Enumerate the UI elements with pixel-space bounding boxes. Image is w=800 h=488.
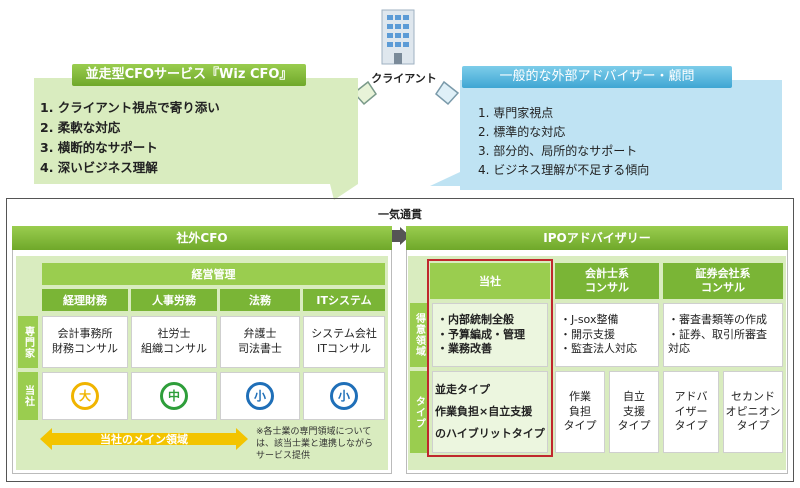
row-label-ours: 当社 [18,372,38,420]
mgmt-header: 経営管理 [42,263,385,285]
level-medium-icon: 中 [160,382,188,410]
left-title: 社外CFO [12,226,392,250]
list-item: 1. クライアント視点で寄り添い [40,100,220,115]
ours-cell-legal: 小 [220,372,300,420]
arrow-right-icon [432,80,462,110]
main-area-arrow-icon [40,428,248,454]
accountant-strength-cell: ・J-sox整備 ・開示支援 ・監査法人対応 [555,303,659,367]
securities-strength-cell: ・審査書類等の作成 ・証券、取引所審査 対応 [663,303,783,367]
level-small-icon: 小 [330,382,358,410]
row-label-strength: 得意領域 [410,303,428,367]
type-cell-advisor: アドバイザータイプ [663,371,719,453]
ours-highlight-frame [427,259,553,457]
list-item: 4. ビジネス理解が不足する傾向 [478,163,650,177]
wiz-cfo-title: 並走型CFOサービス『Wiz CFO』 [72,64,306,86]
level-small-icon: 小 [246,382,274,410]
general-advisor-list: 1. 専門家視点 2. 標準的な対応 3. 部分的、局所的なサポート 4. ビジ… [478,104,649,180]
client-label: クライアント [371,72,437,85]
consistent-arrow-icon [390,227,410,249]
type-cell-second-opinion: セカンドオピニオンタイプ [723,371,783,453]
col-header-hr: 人事労務 [131,289,217,311]
left-note: ※各士業の専門領域については、該当士業と連携しながら サービス提供 [256,427,374,461]
level-large-icon: 大 [71,382,99,410]
list-item: 3. 横断的なサポート [40,140,158,155]
row-label-expert: 専門家 [18,316,38,368]
col-header-accountant: 会計士系コンサル [555,263,659,299]
consistent-label: 一気通貫 [378,208,422,221]
general-panel-pointer [430,172,464,192]
col-header-accounting: 経理財務 [42,289,128,311]
list-item: 1. 専門家視点 [478,106,554,120]
main-area-label: 当社のメイン領域 [100,433,188,446]
arrow-left-icon [350,80,380,110]
list-item: 2. 柔軟な対応 [40,120,121,135]
list-item: 4. 深いビジネス理解 [40,160,158,175]
general-advisor-title: 一般的な外部アドバイザー・顧問 [462,66,732,88]
ours-strength-cell: ・内部統制全般 ・予算編成・管理 ・業務改善 [432,303,548,367]
wiz-panel-pointer [330,184,360,204]
general-advisor-panel [460,80,782,190]
expert-cell-legal: 弁護士司法書士 [220,316,300,368]
col-header-legal: 法務 [220,289,300,311]
ours-cell-hr: 中 [131,372,217,420]
col-header-ours: 当社 [430,263,550,299]
col-header-it: ITシステム [303,289,385,311]
col-header-securities: 証券会社系コンサル [663,263,783,299]
wiz-cfo-panel [34,78,358,184]
expert-cell-hr: 社労士組織コンサル [131,316,217,368]
expert-cell-accounting: 会計事務所財務コンサル [42,316,128,368]
ours-cell-it: 小 [303,372,385,420]
type-cell-workload: 作業負担タイプ [555,371,605,453]
wiz-cfo-list: 1. クライアント視点で寄り添い 2. 柔軟な対応 3. 横断的なサポート 4.… [40,98,220,178]
building-icon [378,8,418,66]
type-cell-independence: 自立支援タイプ [609,371,659,453]
main-frame [6,198,794,482]
ours-type-cell: 並走タイプ 作業負担×自立支援 のハイブリットタイプ [432,371,548,453]
right-title: IPOアドバイザリー [406,226,788,250]
row-label-type: タイプ [410,371,428,453]
list-item: 3. 部分的、局所的なサポート [478,144,638,158]
ours-cell-accounting: 大 [42,372,128,420]
list-item: 2. 標準的な対応 [478,125,566,139]
